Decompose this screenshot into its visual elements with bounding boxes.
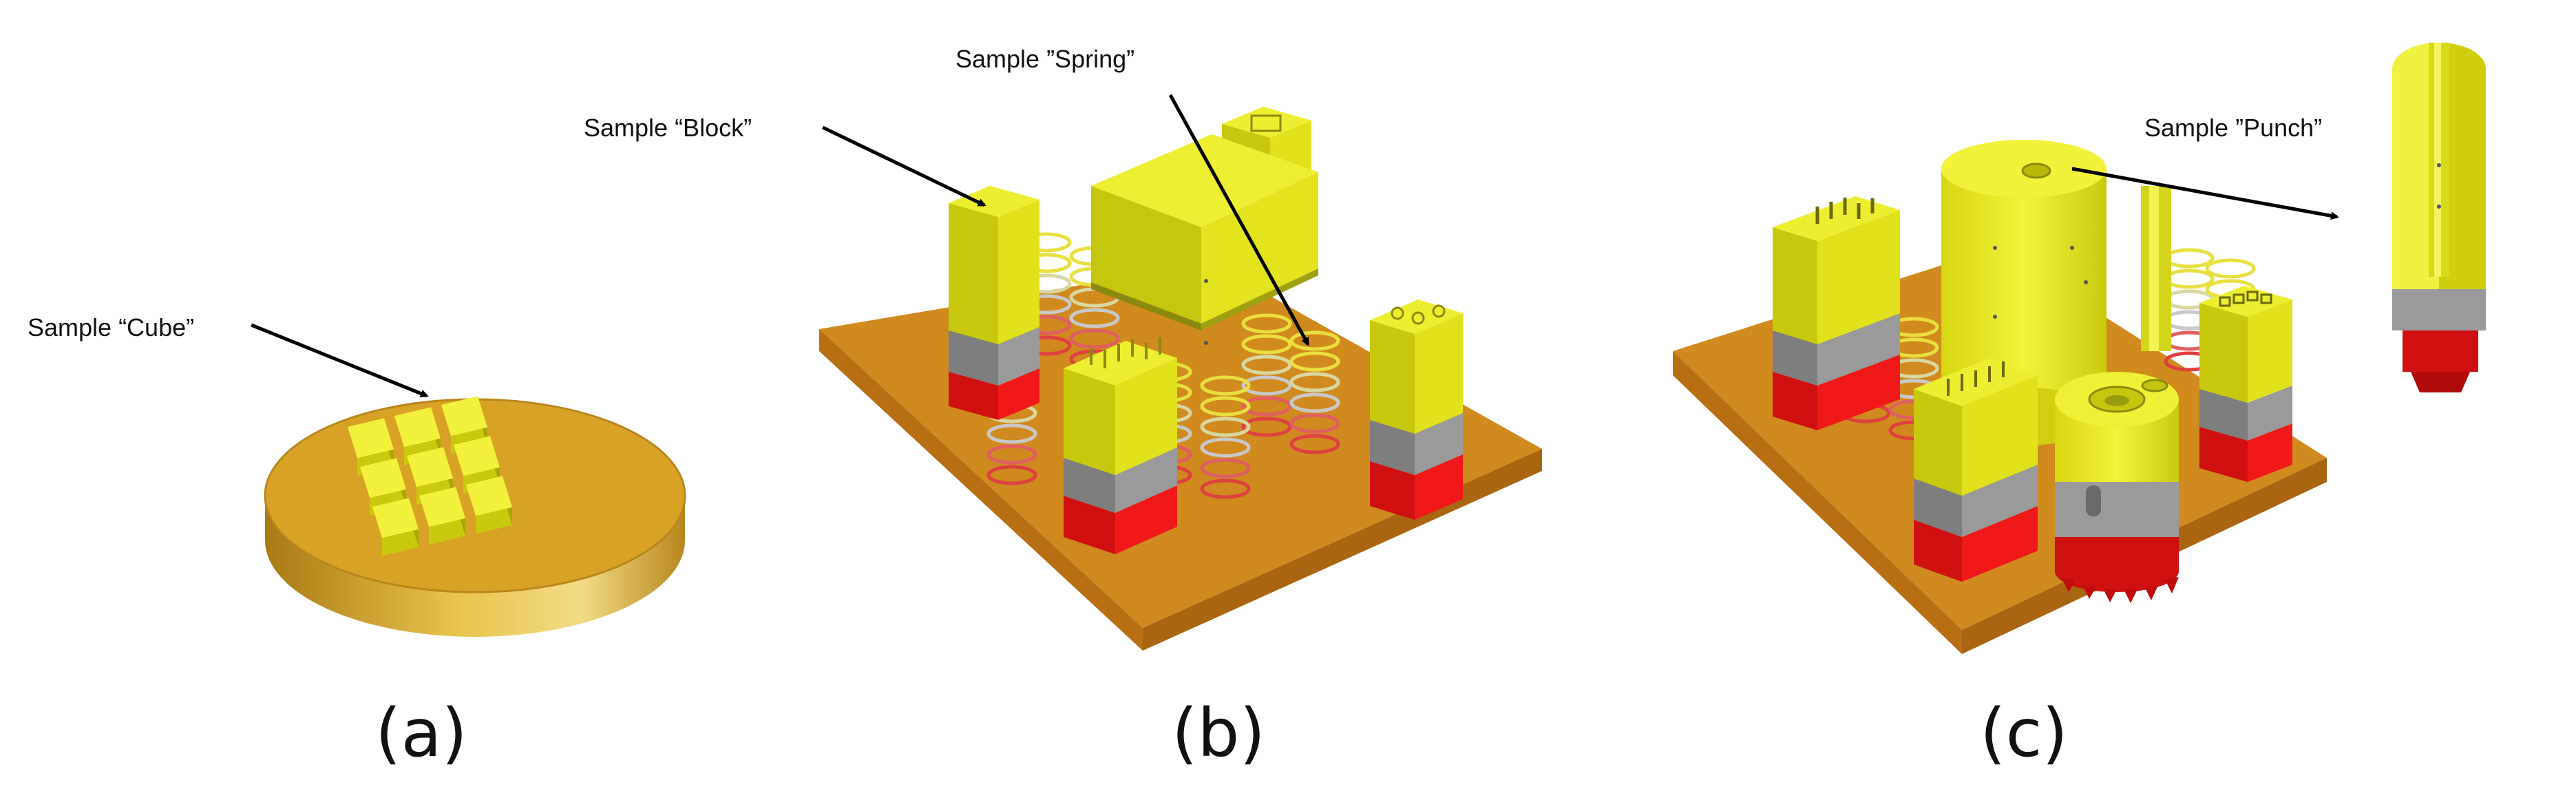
cube-sample (466, 476, 513, 534)
callout-label-cube: Sample “Cube” (28, 313, 194, 341)
panel-b (819, 107, 1542, 651)
cube-top-face (454, 436, 500, 476)
callout-label-punch: Sample ”Punch” (2144, 114, 2322, 142)
cube-top-face (360, 458, 407, 498)
callout-arrow-spring (1168, 94, 1310, 346)
callouts: Sample “Cube” Sample “Block” Sample ”Spr… (28, 45, 2339, 398)
panel-captions: (a) (b) (c) (375, 695, 2068, 772)
panel-caption-b: (b) (1172, 695, 1265, 772)
cube-front-face (429, 518, 466, 545)
cube-sample (419, 487, 466, 545)
pillar-c-front (1914, 358, 2038, 582)
block-pillar-back-left (949, 186, 1039, 420)
sample-block (1091, 134, 1318, 345)
cube-top-face (407, 447, 454, 487)
callout-arrow-punch (2071, 167, 2339, 220)
callout-label-block: Sample “Block” (584, 114, 752, 142)
callout-arrow-cube (251, 323, 429, 398)
cube-front-face (476, 507, 513, 534)
callout-label-spring: Sample ”Spring” (956, 45, 1134, 73)
panel-c (1673, 43, 2486, 654)
callout-arrow-block (821, 125, 986, 207)
cube-top-face (419, 487, 466, 527)
cube-top-face (372, 498, 419, 538)
pillar-c-left (1773, 196, 1900, 430)
cube-sample (372, 498, 419, 556)
sample-punch-cutaway (2392, 43, 2486, 392)
cube-front-face (382, 529, 419, 556)
cube-top-face (348, 418, 394, 459)
block-pillar-front-right (1370, 299, 1463, 520)
cube-top-face (466, 476, 513, 516)
panel-caption-c: (c) (1980, 695, 2068, 772)
block-pillar-front-left (1064, 337, 1177, 554)
cube-top-face (394, 407, 441, 448)
cube-top-face (441, 396, 488, 436)
pillar-c-right (2199, 286, 2292, 482)
panel-caption-a: (a) (375, 695, 467, 772)
punch-back-rod (2141, 186, 2171, 351)
cube-grid (348, 396, 513, 556)
panel-a (264, 396, 686, 637)
punch-on-plate (2055, 372, 2179, 603)
